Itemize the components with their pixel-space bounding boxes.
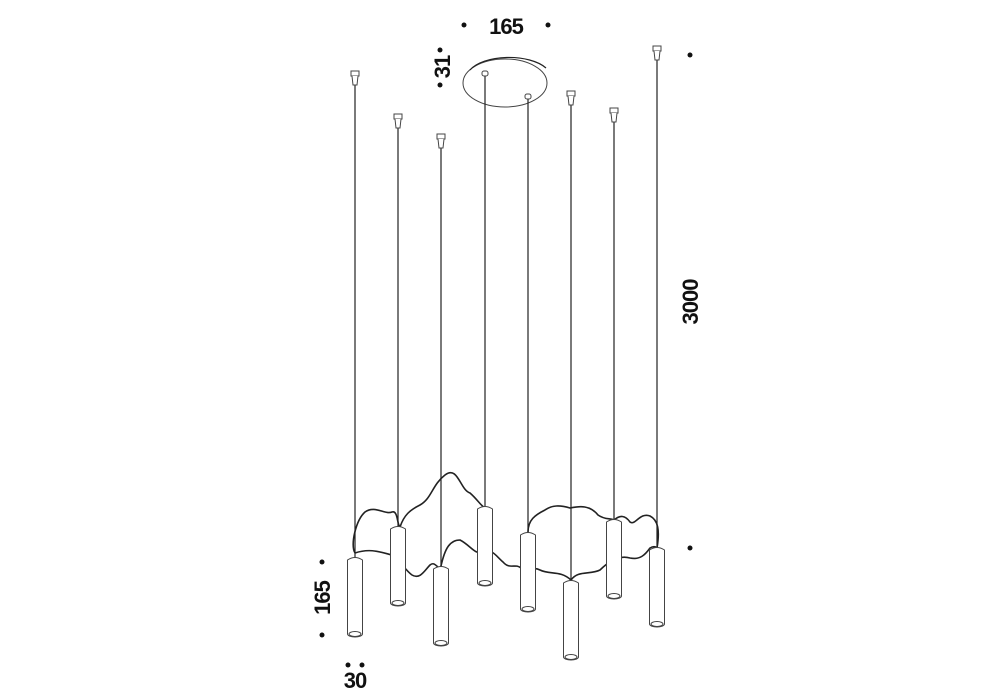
canopy-cable-grip bbox=[524, 93, 532, 100]
ceiling-hook bbox=[609, 107, 619, 123]
ceiling-hook bbox=[436, 133, 446, 149]
ceiling-hook bbox=[350, 70, 360, 86]
canopy-diameter-label: 165 bbox=[489, 14, 523, 39]
dimension-pendant-diameter: 30 bbox=[344, 662, 368, 693]
pendant-light bbox=[347, 557, 363, 638]
dimension-cable-length: 3000 bbox=[678, 52, 703, 551]
pendant-light bbox=[390, 526, 406, 607]
cable-length-label: 3000 bbox=[678, 279, 703, 325]
pendant-diameter-label: 30 bbox=[344, 668, 367, 693]
ceiling-hook bbox=[393, 113, 403, 129]
ceiling-hook bbox=[652, 45, 662, 61]
dimension-canopy-height: 31 bbox=[430, 47, 455, 88]
pendant-lights bbox=[347, 506, 665, 661]
canopy-cable-grip bbox=[481, 70, 489, 77]
ceiling-hook bbox=[566, 90, 576, 106]
pendant-light bbox=[520, 532, 536, 613]
dimension-canopy-diameter: 165 bbox=[461, 14, 551, 39]
pendant-light bbox=[563, 580, 579, 661]
pendant-light bbox=[477, 506, 493, 587]
canopy-height-label: 31 bbox=[430, 55, 455, 78]
pendant-light bbox=[649, 547, 665, 628]
pendant-height-label: 165 bbox=[310, 580, 335, 614]
pendant-light bbox=[433, 566, 449, 647]
ceiling-canopy bbox=[462, 56, 548, 108]
suspension-cables bbox=[350, 45, 662, 581]
dimension-pendant-height: 165 bbox=[310, 559, 335, 638]
pendant-light bbox=[606, 519, 622, 600]
